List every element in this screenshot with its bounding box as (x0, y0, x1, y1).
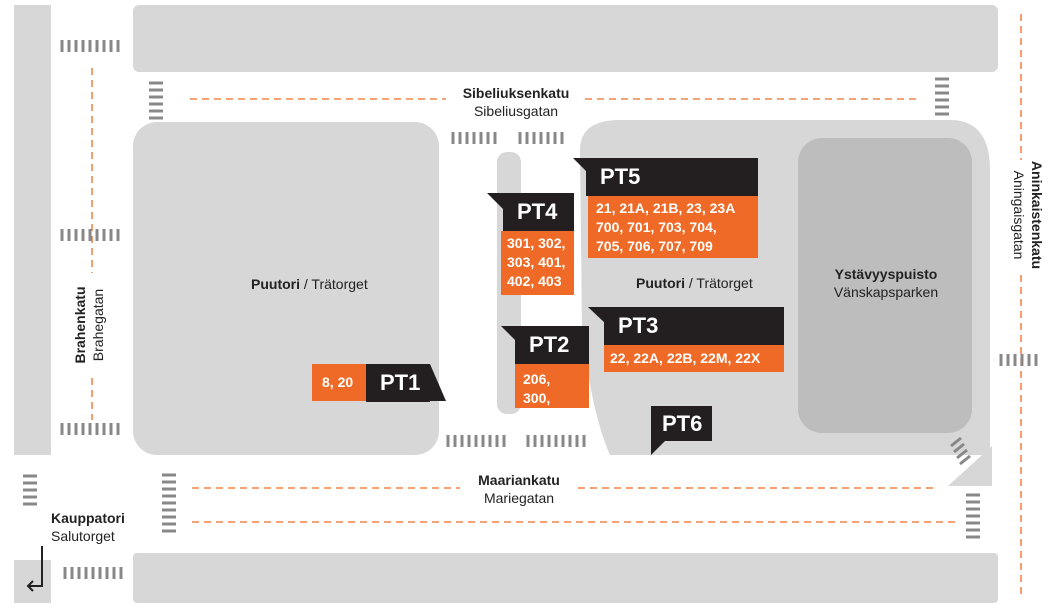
crosswalk-kauppatori (23, 474, 37, 506)
arrow-kauppatori-icon (26, 546, 43, 592)
pt4-routes: 301, 302, 303, 401, 402, 403 (501, 231, 574, 295)
crosswalk-maaria-west (162, 473, 176, 533)
pt6-label[interactable]: PT6 (651, 406, 712, 441)
pt3-label[interactable]: PT3 (604, 307, 784, 345)
area-separator: / (685, 275, 697, 291)
route-line: 21, 21A, 21B, 23, 23A (596, 200, 736, 216)
route-line: 700, 701, 703, 704, (596, 219, 717, 235)
pt1-pointer (430, 364, 446, 401)
block-bottom (133, 553, 998, 603)
route-line: 22, 22A, 22B, 22M, 22X (610, 350, 761, 366)
street-name-sv: Aningaisgatan (1011, 170, 1027, 260)
pt6-pointer (651, 441, 665, 455)
pt5-label[interactable]: PT5 (586, 158, 758, 196)
area-name-fi: Kauppatori (51, 510, 125, 526)
route-line: 8, 20 (322, 374, 354, 390)
pt2-label[interactable]: PT2 (515, 326, 589, 364)
park-ystavyyspuisto (798, 138, 972, 433)
area-kauppatori: Kauppatori Salutorget (51, 509, 125, 545)
crosswalk-maaria-east (966, 493, 980, 539)
area-puutori-east: Puutori / Trätorget (636, 275, 753, 291)
crosswalk-sibelius-east (935, 77, 949, 116)
crosswalk-left-mid (60, 229, 120, 241)
crosswalk-sibelius-west (149, 81, 163, 120)
crosswalk-top-left (60, 40, 120, 52)
street-name-fi: Aninkaistenkatu (1029, 160, 1045, 270)
street-name-sv: Sibeliusgatan (473, 103, 559, 119)
pt3-pointer (588, 307, 606, 324)
crosswalk-mid-top-1 (451, 132, 497, 144)
pt4-pointer (487, 193, 503, 209)
pt3-routes: 22, 22A, 22B, 22M, 22X (604, 345, 784, 372)
area-name-sv: Trätorget (311, 276, 368, 292)
route-line: 206, 300, (523, 371, 551, 406)
area-name-fi: Ystävyyspuisto (834, 266, 938, 282)
crosswalk-bottom-left (63, 567, 123, 579)
pt4-label[interactable]: PT4 (503, 193, 574, 231)
route-line: P2 (523, 409, 541, 425)
crosswalk-mid-bottom-2 (526, 435, 586, 447)
block-left-strip (14, 5, 51, 455)
crosswalks (60, 40, 1038, 579)
pt1-label[interactable]: PT1 (366, 364, 430, 402)
street-name-fi: Brahenkatu (72, 286, 88, 364)
crosswalk-diagonal (950, 436, 971, 466)
crosswalk-left-low (60, 423, 120, 435)
street-name-sv: Brahegatan (90, 288, 106, 362)
block-top (133, 5, 998, 72)
pt5-routes: 21, 21A, 21B, 23, 23A 700, 701, 703, 704… (588, 196, 758, 258)
crosswalk-mid-bottom-1 (446, 435, 506, 447)
corner-island (948, 446, 992, 486)
area-name-fi: Puutori (636, 275, 685, 291)
street-sibeliuksenkatu: Sibeliuksenkatu Sibeliusgatan (436, 84, 596, 120)
area-ystavyyspuisto: Ystävyyspuisto Vänskapsparken (816, 265, 956, 301)
pt2-routes: 206, 300, P2 (515, 364, 589, 425)
area-name-sv: Salutorget (51, 528, 115, 544)
route-line: 301, 302, (507, 235, 566, 251)
street-brahenkatu: Brahenkatu Brahegatan (71, 265, 107, 385)
route-line: 705, 706, 707, 709 (596, 238, 713, 254)
pt2-pointer (501, 326, 515, 340)
street-name-fi: Sibeliuksenkatu (462, 85, 570, 101)
street-maariankatu: Maariankatu Mariegatan (439, 471, 599, 507)
street-name-sv: Mariegatan (483, 490, 555, 506)
area-puutori-west: Puutori / Trätorget (251, 276, 368, 292)
area-separator: / (300, 276, 312, 292)
street-name-fi: Maariankatu (478, 472, 560, 488)
area-name-sv: Trätorget (696, 275, 753, 291)
pt5-pointer (573, 158, 590, 175)
street-aninkaistenkatu: Aninkaistenkatu Aningaisgatan (1010, 145, 1046, 285)
area-name-fi: Puutori (251, 276, 300, 292)
crosswalk-right-mid (999, 354, 1038, 366)
pt1-routes: 8, 20 (312, 364, 366, 401)
crosswalk-mid-top-2 (518, 132, 564, 144)
area-name-sv: Vänskapsparken (833, 284, 939, 300)
route-line: 402, 403 (507, 273, 562, 289)
route-line: 303, 401, (507, 254, 566, 270)
